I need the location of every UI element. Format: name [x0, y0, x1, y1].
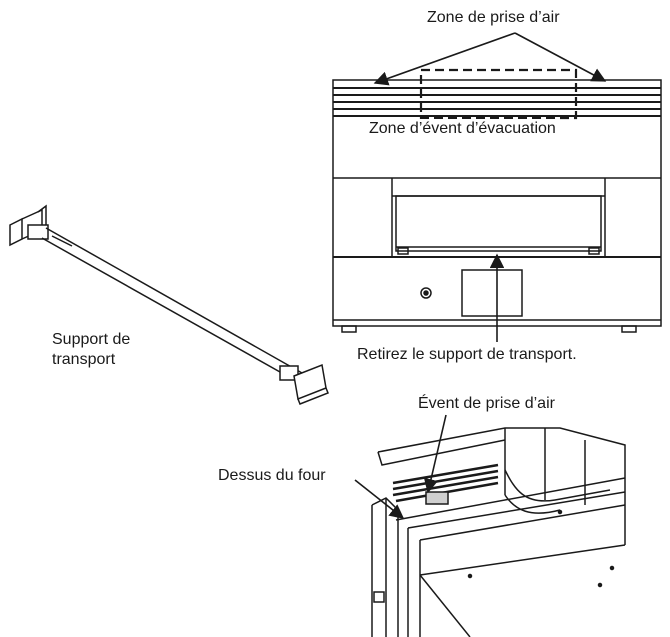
oven-top-label: Dessus du four [218, 467, 326, 484]
control-knob [420, 287, 432, 299]
intake-vent-arrow [423, 414, 447, 494]
vent-slats [333, 87, 661, 117]
remove-transport-bracket-label: Retirez le support de transport. [357, 346, 577, 363]
air-intake-arrow-left [373, 32, 516, 86]
air-intake-zone-outline [419, 68, 578, 120]
oven-top-perspective [371, 427, 626, 637]
oven-top-arrow [354, 479, 405, 519]
air-intake-vent-label: Évent de prise d’air [418, 395, 555, 412]
transport-bracket-label-line1: Support de [52, 331, 131, 348]
transport-bracket-label-line2: transport [52, 351, 116, 368]
exhaust-vent-zone-label: Zone d’évent d’évacuation [369, 119, 556, 139]
transport-bracket [9, 204, 329, 405]
air-intake-zone-label: Zone de prise d’air [427, 9, 560, 26]
lower-panel-label [461, 269, 523, 317]
callout-arrows [354, 32, 607, 519]
air-intake-arrow-right [514, 32, 607, 82]
